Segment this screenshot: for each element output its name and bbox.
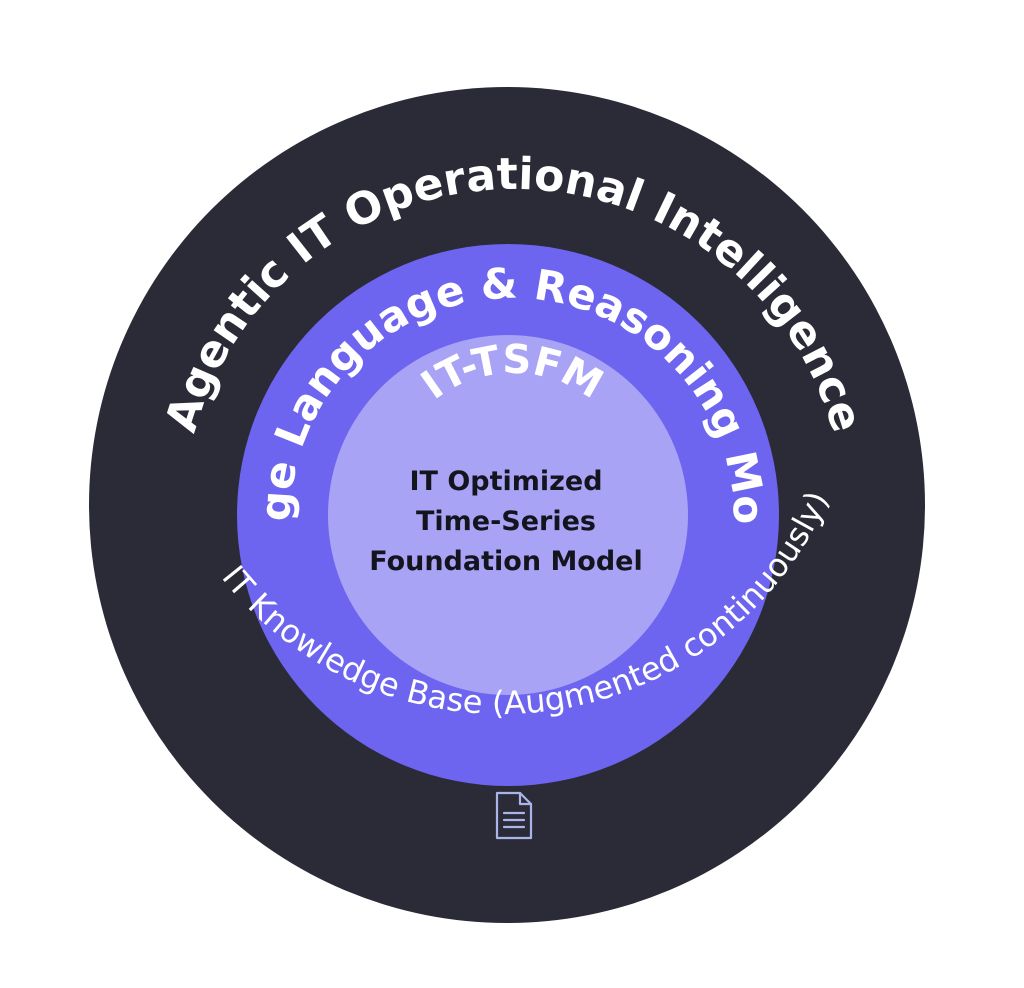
core-description-line: Foundation Model bbox=[369, 546, 643, 577]
core-description: IT Optimized Time-Series Foundation Mode… bbox=[326, 462, 686, 582]
core-description-line: IT Optimized bbox=[409, 466, 603, 497]
core-circle bbox=[328, 335, 688, 695]
document-icon bbox=[495, 791, 533, 840]
core-description-line: Time-Series bbox=[415, 506, 597, 537]
